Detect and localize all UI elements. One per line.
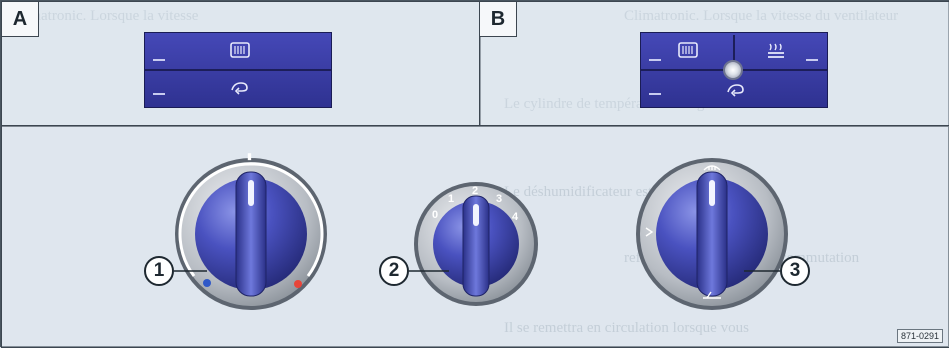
- panel-a-label: A: [2, 2, 39, 37]
- cold-indicator-dot: [203, 279, 211, 287]
- fan-speed-knob[interactable]: [414, 182, 538, 306]
- fan-speed-labels: 0 1 2 3 4: [432, 185, 519, 223]
- panel-b: B: [479, 1, 949, 127]
- panel-b-label: B: [480, 2, 517, 37]
- air-distribution-knob[interactable]: [636, 158, 788, 310]
- fan-speed-label-0: 0: [432, 209, 438, 221]
- indicator-led: [723, 60, 743, 80]
- recirculation-icon: [727, 84, 744, 97]
- callout-2: 2: [379, 256, 409, 286]
- footwell-icon: [703, 291, 721, 299]
- defrost-windshield-icon: [703, 165, 721, 171]
- face-vent-icon: [645, 227, 654, 237]
- hot-indicator-dot: [294, 280, 302, 288]
- fan-speed-label-3: 3: [496, 193, 502, 205]
- rear-window-defrost-icon: [230, 42, 250, 58]
- fan-speed-label-2: 2: [472, 185, 478, 197]
- panel-b-display: [640, 32, 828, 108]
- callout-1: 1: [144, 256, 174, 286]
- rear-window-defrost-icon: [678, 42, 698, 58]
- knob-panel: ▮ 0 1 2 3 4: [1, 125, 949, 348]
- reference-code: 871-0291: [896, 329, 943, 343]
- svg-text:▮: ▮: [247, 151, 252, 161]
- temperature-knob[interactable]: ▮: [175, 151, 327, 310]
- fan-speed-label-4: 4: [512, 211, 519, 223]
- seat-heating-icon: [768, 43, 784, 58]
- recirculation-icon: [231, 82, 248, 95]
- panel-a-display: [144, 32, 332, 108]
- fan-speed-label-1: 1: [448, 193, 454, 205]
- panel-a: A: [1, 1, 481, 127]
- callout-3: 3: [780, 256, 810, 286]
